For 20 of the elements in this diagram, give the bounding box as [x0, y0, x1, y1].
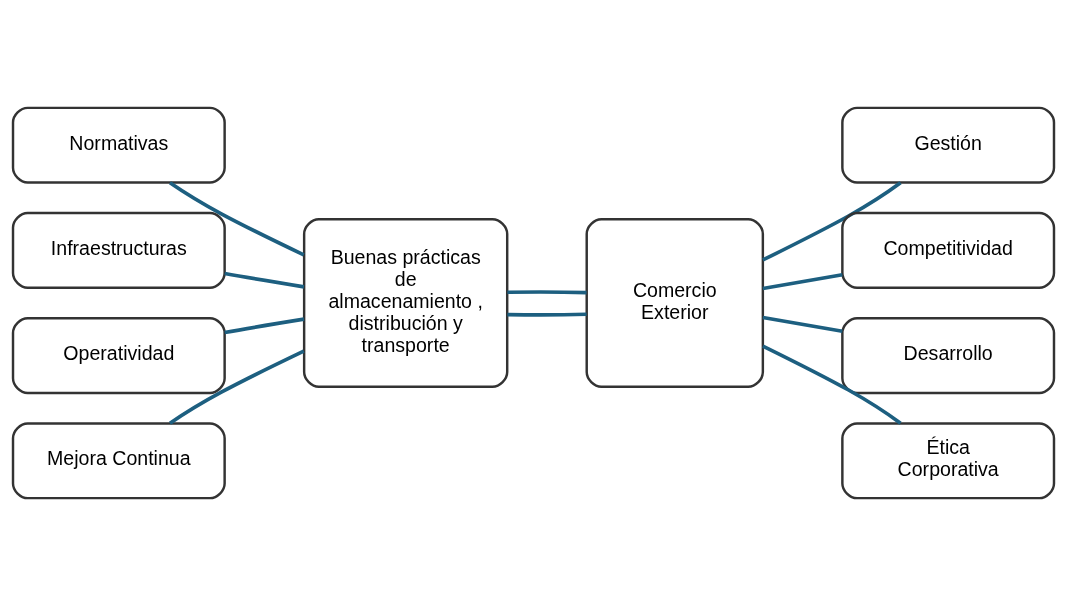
node-box: Gestión: [841, 106, 1056, 184]
connector: [762, 272, 843, 290]
connector: [224, 271, 305, 289]
connector: [224, 316, 305, 334]
connector: [762, 180, 902, 262]
node-box: Ética Corporativa: [841, 421, 1056, 499]
connector: [168, 180, 305, 256]
node-box: Desarrollo: [841, 316, 1056, 394]
node-box: Comercio Exterior: [585, 217, 765, 388]
connector: [507, 289, 587, 294]
node-box: Mejora Continua: [11, 421, 226, 499]
connector: [762, 315, 843, 333]
node-box: Normativas: [11, 106, 226, 184]
node-box: Infraestructuras: [11, 211, 226, 289]
connector: [507, 311, 587, 317]
node-box: Buenas prácticas de almacenamiento , distribución y transporte: [302, 217, 509, 388]
node-box: Competitividad: [841, 211, 1056, 289]
node-box: Operatividad: [11, 316, 226, 394]
connector: [168, 349, 305, 425]
connector: [762, 343, 902, 425]
